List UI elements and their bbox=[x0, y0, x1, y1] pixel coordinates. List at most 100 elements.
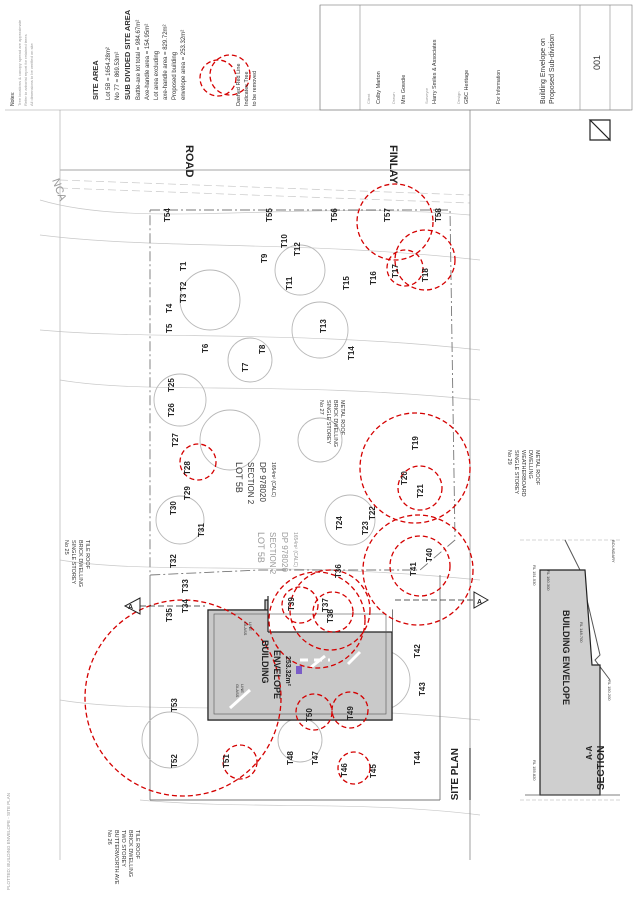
tree-label: T53 bbox=[170, 698, 179, 712]
subdivided-title: SUB DIVIDED SITE AREA bbox=[123, 9, 132, 100]
note-line: All dimensions to be verified on site bbox=[29, 43, 34, 106]
road-name: ROAD bbox=[183, 145, 195, 177]
axe-handle-net-area: axe-handle area = 829.72m² bbox=[163, 24, 169, 100]
tree-label: T29 bbox=[183, 486, 192, 500]
road-boundaries bbox=[59, 110, 471, 860]
legend-removal-symbol bbox=[199, 59, 237, 97]
lot-section-ghost: SECTION 2 bbox=[268, 532, 277, 575]
neighbour-line: No 25 bbox=[63, 540, 69, 555]
legend-panel: Notes: Tree locations & canopy spread ar… bbox=[5, 5, 630, 111]
tree-label: T2 bbox=[179, 281, 188, 291]
neighbour-29: No 29 SINGLE STOREY WEATHERBOARD DWELLIN… bbox=[506, 450, 540, 497]
tree-label: T47 bbox=[311, 751, 320, 765]
rl-label: RL 155.820 bbox=[532, 760, 537, 781]
tree-label: T55 bbox=[265, 208, 274, 222]
tree-label: T50 bbox=[305, 708, 314, 722]
neighbour-line: No 27 bbox=[318, 400, 324, 415]
lot-label: LOT 5B SECTION 2 DP 978020 1654m² (CALC) bbox=[234, 462, 276, 505]
tree-label: T18 bbox=[421, 268, 430, 282]
neighbour-line: BUTTERWORTH AVE bbox=[113, 830, 119, 885]
note-line: Refer to arborist report for retained tr… bbox=[23, 34, 28, 106]
neighbour-line: METAL ROOF bbox=[534, 450, 540, 486]
tree-label: T38 bbox=[326, 609, 335, 623]
project-title: Building Envelope on bbox=[540, 38, 547, 104]
tree-label: T3 bbox=[179, 293, 188, 303]
neighbour-line: DWELLING bbox=[527, 450, 533, 479]
lot-dp: DP 978020 bbox=[258, 462, 267, 502]
tree-key-line: Indicates Tree bbox=[244, 71, 250, 106]
tree-label: T24 bbox=[335, 516, 344, 530]
tree-label: T57 bbox=[383, 208, 392, 222]
neighbour-line: BRICK DWELLING bbox=[127, 830, 133, 877]
envelope-area: envelope area = 253.32m² bbox=[181, 30, 187, 100]
tree-label: T34 bbox=[181, 599, 190, 613]
section-marker-letter: A bbox=[128, 604, 133, 611]
section-marker-a: A bbox=[123, 597, 205, 615]
tree-label: T11 bbox=[285, 276, 294, 290]
tree-label: T12 bbox=[293, 242, 302, 256]
tree-label: T21 bbox=[416, 484, 425, 498]
tree-label: T51 bbox=[222, 754, 231, 768]
neighbour-line: BRICK DWELLING bbox=[332, 400, 338, 447]
tree-label: T44 bbox=[413, 751, 422, 765]
tree-label: T17 bbox=[391, 264, 400, 278]
road-name-finlay: FINLAY bbox=[387, 145, 399, 184]
neighbour-line: TWO STOREY bbox=[120, 830, 126, 867]
rl-label: RL 148.700 bbox=[579, 622, 584, 643]
tree-label: T54 bbox=[163, 208, 172, 222]
tree-label: T36 bbox=[334, 564, 343, 578]
envelope-title: BUILDING bbox=[260, 640, 270, 684]
neighbour-line: WEATHERBOARD bbox=[520, 450, 526, 497]
lot-label-ghost: LOT 5B SECTION 2 DP 978020 1654m² (CALC) bbox=[256, 532, 298, 575]
tree-label: T33 bbox=[181, 579, 190, 593]
retained-tree-canopies bbox=[141, 244, 411, 769]
tree-label: T40 bbox=[425, 548, 434, 562]
tree-label: T31 bbox=[197, 523, 206, 537]
glass-line-label: GLASS LINE bbox=[243, 622, 253, 636]
title-block: Client Colby Marton Drawn Mrs Gowdie Sur… bbox=[319, 4, 633, 111]
tree-label: T26 bbox=[167, 403, 176, 417]
glass-line-text: GLASS bbox=[243, 622, 248, 636]
drawn-label: Drawn bbox=[391, 92, 396, 104]
drawn-name: Mrs Gowdie bbox=[401, 75, 407, 104]
lot-5b-area: Lot 5B = 1654.28m² bbox=[106, 47, 112, 100]
glass-line-text: LINE bbox=[240, 684, 245, 693]
designer-label: Design bbox=[456, 92, 461, 104]
tree-label: T7 bbox=[241, 362, 250, 372]
sheet-number: 001 bbox=[592, 55, 602, 70]
neighbour-line: SINGLE STOREY bbox=[70, 540, 76, 585]
surveyor-label: Surveyor bbox=[424, 87, 429, 104]
north-arrow-icon bbox=[588, 119, 611, 142]
tree-label: T52 bbox=[170, 754, 179, 768]
tree-label: T13 bbox=[319, 319, 328, 333]
tree-labels: T1 T2 T3 T4 T5 T6 T7 T8 T9 T10 T11 T12 T… bbox=[163, 208, 443, 778]
glass-line-label: GLASS LINE bbox=[235, 684, 245, 698]
tree-label: T49 bbox=[346, 706, 355, 720]
section-aa-drawing: BUILDING ENVELOPE RL 160.300 RL 148.700 … bbox=[520, 539, 620, 801]
tree-label: T56 bbox=[330, 208, 339, 222]
info-label: For Information bbox=[496, 70, 502, 104]
tree-label: T48 bbox=[286, 751, 295, 765]
tree-label: T4 bbox=[165, 303, 174, 313]
neighbour-line: No 26 bbox=[106, 830, 112, 845]
proposed-building: Proposed building bbox=[172, 52, 178, 100]
lot-area: 1654m² (CALC) bbox=[270, 462, 276, 497]
tree-label: T22 bbox=[368, 506, 377, 520]
tree-label: T5 bbox=[165, 323, 174, 333]
footer-note: PLOTTED: BUILDING ENVELOPE - SITE PLAN bbox=[6, 793, 11, 890]
envelope-area: 253.32m² bbox=[284, 656, 291, 687]
lot-number-ghost: LOT 5B bbox=[256, 532, 266, 563]
glass-line-text: LINE bbox=[248, 622, 253, 631]
client-name: Colby Marton bbox=[376, 71, 382, 104]
glass-line-text: GLASS bbox=[235, 684, 240, 698]
tree-key-line: Dashed Red Line bbox=[236, 63, 242, 106]
tree-label: T28 bbox=[183, 461, 192, 475]
neighbour-line: No 29 bbox=[506, 450, 512, 465]
rl-label: RL 150.200 bbox=[607, 680, 612, 701]
section-marker-letter: A bbox=[477, 599, 482, 606]
tree-label: T41 bbox=[409, 562, 418, 576]
tree-label: T58 bbox=[434, 208, 443, 222]
tree-label: T43 bbox=[418, 682, 427, 696]
neighbour-line: TILE ROOF bbox=[84, 540, 90, 570]
